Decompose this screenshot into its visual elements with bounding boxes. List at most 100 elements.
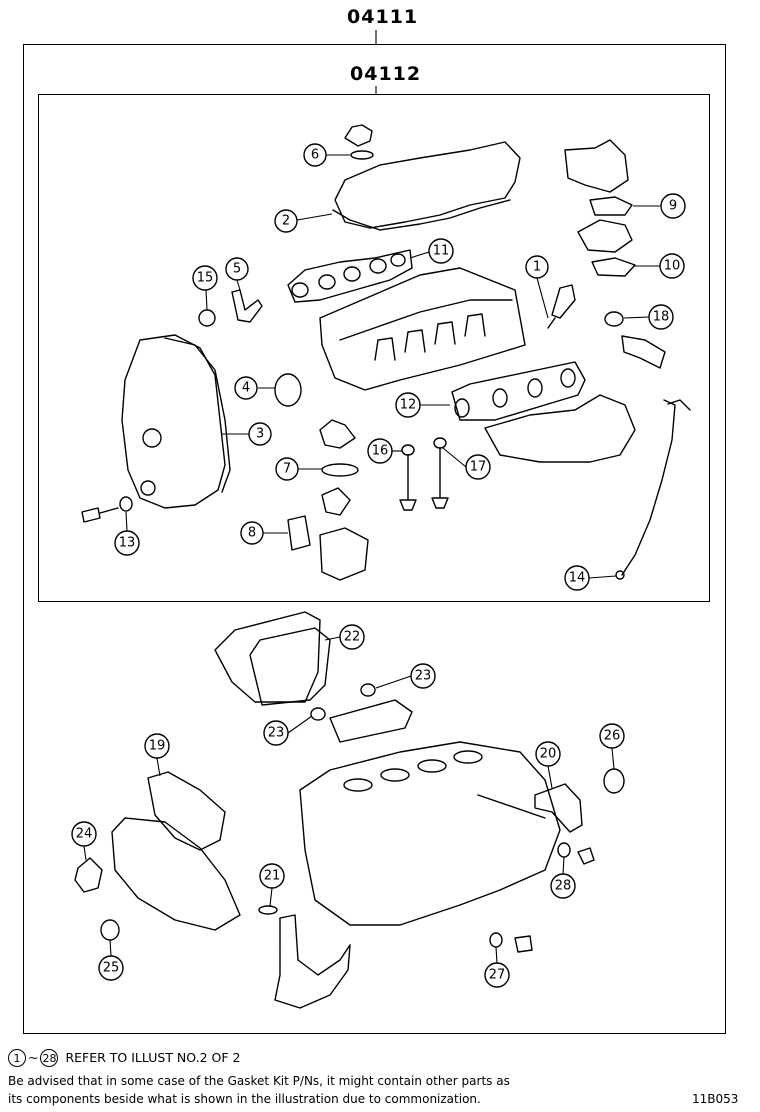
rear-oil-seal-retainer: [534, 783, 583, 833]
callout-8[interactable]: 8: [240, 521, 264, 545]
callout-28[interactable]: 28: [550, 873, 576, 899]
strainer-gasket: [258, 905, 278, 915]
thermostat-housing: [319, 419, 356, 449]
range-start-callout: 1: [8, 1049, 26, 1067]
callout-25[interactable]: 25: [98, 955, 124, 981]
front-case: [111, 817, 241, 931]
range-separator: ~: [28, 1049, 39, 1065]
water-outlet-housing: [564, 139, 636, 277]
advisory-line-2: its components beside what is shown in t…: [8, 1092, 481, 1106]
svg-text:23: 23: [415, 669, 432, 684]
callout-9[interactable]: 9: [660, 193, 686, 219]
advisory-line-1: Be advised that in some case of the Gask…: [8, 1074, 510, 1088]
water-pump-oring: [74, 857, 103, 893]
callout-26[interactable]: 26: [599, 723, 625, 749]
svg-text:23: 23: [268, 726, 285, 741]
callout-20[interactable]: 20: [535, 741, 561, 767]
callout-12[interactable]: 12: [395, 392, 421, 418]
intake-valve: [431, 437, 449, 509]
cylinder-block: [299, 741, 561, 926]
svg-text:20: 20: [540, 747, 557, 762]
callout-6[interactable]: 6: [303, 143, 327, 167]
svg-text:18: 18: [653, 310, 670, 325]
svg-text:25: 25: [103, 961, 120, 976]
camshaft-seal: [198, 309, 216, 327]
callout-3[interactable]: 3: [248, 422, 272, 446]
svg-text:28: 28: [555, 879, 572, 894]
water-inlet-housing: [319, 527, 369, 581]
crank-washer: [119, 496, 133, 512]
callout-14[interactable]: 14: [564, 565, 590, 591]
svg-text:6: 6: [311, 148, 319, 163]
callout-7[interactable]: 7: [275, 457, 299, 481]
front-crank-seal: [100, 919, 120, 941]
oil-strainer-clip: [231, 289, 263, 323]
leader-lines: [83, 154, 660, 964]
intake-manifold-gasket: [451, 361, 586, 421]
water-inlet-gasket: [287, 515, 311, 551]
bypass-seal: [557, 842, 571, 858]
exhaust-valve: [399, 444, 417, 511]
callout-5[interactable]: 5: [225, 257, 249, 281]
callout-11[interactable]: 11: [428, 238, 454, 264]
callout-21[interactable]: 21: [259, 863, 285, 889]
thermostat-gasket: [321, 463, 359, 477]
svg-text:11: 11: [433, 244, 450, 259]
callout-15[interactable]: 15: [192, 265, 218, 291]
refer-note: 1~28 REFER TO ILLUST NO.2 OF 2: [8, 1049, 240, 1067]
oil-dipstick-guide: [621, 399, 676, 576]
refer-text: REFER TO ILLUST NO.2 OF 2: [65, 1049, 241, 1065]
front-case-gasket: [147, 771, 226, 851]
inlet-seal: [604, 311, 624, 327]
drain-plug: [514, 935, 533, 953]
svg-text:4: 4: [242, 381, 250, 396]
callout-4[interactable]: 4: [234, 376, 258, 400]
head-cover-gasket: [332, 141, 521, 231]
inner-kit-label: 04112: [350, 63, 422, 85]
callout-10[interactable]: 10: [659, 253, 685, 279]
callout-1[interactable]: 1: [525, 255, 549, 279]
thermostat: [321, 487, 351, 516]
svg-text:3: 3: [256, 427, 264, 442]
callout-22[interactable]: 22: [339, 624, 365, 650]
svg-text:12: 12: [400, 398, 417, 413]
svg-text:16: 16: [372, 444, 389, 459]
svg-text:1: 1: [533, 260, 541, 275]
oil-strainer: [274, 914, 351, 1009]
callout-23-lower[interactable]: 23: [263, 720, 289, 746]
injector-nozzle: [547, 284, 576, 329]
svg-text:15: 15: [197, 271, 214, 286]
svg-text:24: 24: [76, 827, 93, 842]
drain-plug-gasket: [489, 932, 503, 948]
timing-cover: [121, 334, 231, 509]
svg-text:17: 17: [470, 460, 487, 475]
svg-text:14: 14: [569, 571, 586, 586]
callout-16[interactable]: 16: [367, 438, 393, 464]
callout-13[interactable]: 13: [114, 530, 140, 556]
callout-27[interactable]: 27: [484, 962, 510, 988]
svg-text:8: 8: [248, 526, 256, 541]
callout-23-upper[interactable]: 23: [410, 663, 436, 689]
callout-24[interactable]: 24: [71, 821, 97, 847]
cylinder-head: [319, 267, 526, 391]
oil-cooler-oring-upper: [360, 683, 376, 697]
callout-19[interactable]: 19: [144, 733, 170, 759]
callout-18[interactable]: 18: [648, 304, 674, 330]
oil-pan-gasket: [214, 611, 331, 706]
svg-text:9: 9: [669, 199, 677, 214]
callout-17[interactable]: 17: [465, 454, 491, 480]
callout-2[interactable]: 2: [274, 209, 298, 233]
svg-text:10: 10: [664, 259, 681, 274]
outer-kit-label: 04111: [347, 6, 419, 28]
rear-crank-seal: [603, 768, 625, 794]
exhaust-manifold-gasket: [287, 249, 413, 303]
range-end-callout: 28: [40, 1049, 59, 1067]
svg-text:5: 5: [233, 262, 241, 277]
water-pump-gasket: [274, 373, 302, 407]
outer-kit-frame: [23, 44, 726, 1034]
oil-cooler-plate: [329, 699, 413, 743]
svg-text:27: 27: [489, 968, 506, 983]
intake-manifold: [484, 394, 636, 463]
svg-text:19: 19: [149, 739, 166, 754]
